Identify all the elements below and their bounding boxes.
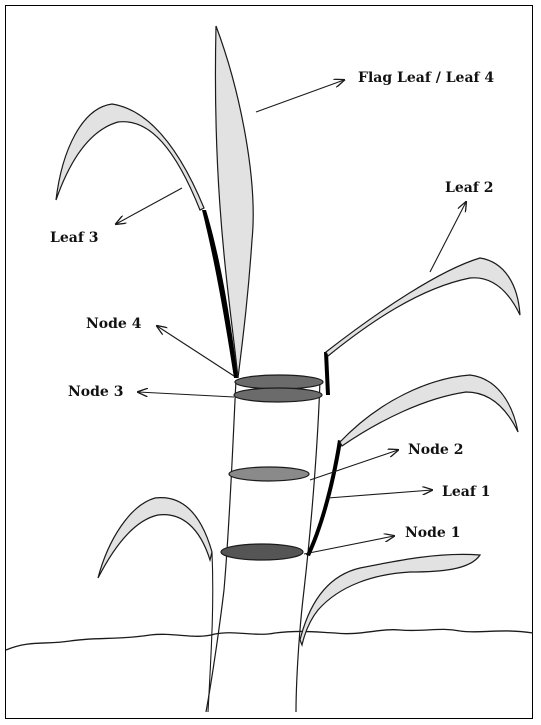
node-3-ellipse — [234, 388, 322, 402]
lower-left-leaf — [98, 498, 212, 578]
label-node-2: Node 2 — [408, 442, 463, 458]
label-node-3: Node 3 — [68, 384, 123, 400]
flag-leaf — [215, 26, 253, 378]
arrow-flag-leaf — [256, 80, 344, 112]
label-leaf-3: Leaf 3 — [50, 230, 98, 246]
label-leaf-1: Leaf 1 — [442, 484, 490, 500]
node-2-ellipse — [229, 467, 309, 481]
sheath-leaf2 — [324, 352, 330, 395]
sheath-leaf1 — [306, 440, 342, 556]
arrow-node2 — [310, 450, 398, 480]
node-1-ellipse — [221, 544, 303, 560]
arrow-node4 — [157, 326, 234, 376]
ground-line — [6, 629, 533, 650]
arrow-node3 — [138, 392, 234, 397]
leaf-3 — [56, 104, 204, 210]
stem-right — [296, 380, 320, 712]
arrow-leaf2 — [430, 202, 466, 272]
leaf-2 — [326, 258, 520, 356]
label-node-4: Node 4 — [86, 316, 141, 332]
leaf-1 — [340, 375, 518, 446]
label-node-1: Node 1 — [405, 525, 460, 541]
lower-right-leaf — [300, 554, 480, 645]
label-flag-leaf: Flag Leaf / Leaf 4 — [358, 70, 494, 86]
arrow-leaf1 — [328, 490, 432, 498]
node-4-ellipse — [235, 375, 323, 389]
arrow-leaf3 — [116, 188, 182, 224]
arrow-node1 — [304, 536, 394, 554]
label-leaf-2: Leaf 2 — [445, 180, 493, 196]
